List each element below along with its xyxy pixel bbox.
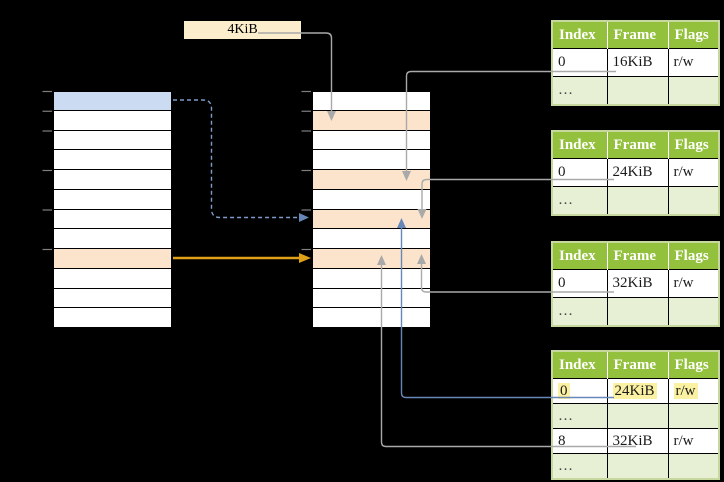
left-stack-row-5 xyxy=(53,189,172,210)
cell-frame xyxy=(606,76,669,106)
col-header-flags: Flags xyxy=(668,21,719,49)
cell-index: 8 xyxy=(551,428,608,454)
left-stack-row-7 xyxy=(53,229,172,249)
page-table-3-row-1: … xyxy=(551,297,720,327)
left-stack-row-2 xyxy=(53,130,172,151)
cell-flags: r/w xyxy=(667,48,720,77)
cell-frame: 32KiB xyxy=(606,428,669,454)
cell-index: … xyxy=(551,403,608,429)
col-header-frame: Frame xyxy=(607,351,669,379)
page-table-4-row-1: … xyxy=(551,403,720,429)
cell-index: … xyxy=(551,297,608,327)
cell-flags xyxy=(667,186,720,216)
cell-flags xyxy=(667,76,720,106)
middle-stack-row-9 xyxy=(312,268,431,289)
middle-stack-row-2 xyxy=(312,130,431,151)
middle-stack-row-8 xyxy=(312,249,431,269)
col-header-flags: Flags xyxy=(668,351,719,379)
connector-virtual-lookup xyxy=(173,99,309,222)
page-size-text: 4KiB xyxy=(227,22,258,37)
left-stack-row-9 xyxy=(53,268,172,289)
cell-frame: 24KiB xyxy=(606,158,669,187)
left-stack-row-11 xyxy=(53,308,172,328)
middle-stack-row-7 xyxy=(312,229,431,249)
cell-flags: r/w xyxy=(667,428,720,454)
cell-flags xyxy=(667,403,720,429)
col-header-frame: Frame xyxy=(607,21,669,49)
col-header-index: Index xyxy=(552,21,608,49)
col-header-index: Index xyxy=(552,131,608,159)
left-stack-row-4 xyxy=(53,170,172,190)
cell-flags xyxy=(667,297,720,327)
middle-memory-stack xyxy=(312,91,431,328)
cell-index: 0 xyxy=(551,269,608,298)
left-stack-row-0 xyxy=(53,91,172,111)
cell-flags xyxy=(667,453,720,480)
middle-stack-row-4 xyxy=(312,170,431,190)
middle-stack-row-6 xyxy=(312,209,431,230)
page-table-2-row-1: … xyxy=(551,186,720,216)
middle-stack-row-1 xyxy=(312,110,431,131)
cell-flags: r/w xyxy=(667,269,720,298)
middle-stack-row-3 xyxy=(312,150,431,170)
col-header-index: Index xyxy=(552,242,608,270)
col-header-flags: Flags xyxy=(668,131,719,159)
left-stack-row-3 xyxy=(53,150,172,170)
left-stack-row-10 xyxy=(53,288,172,309)
middle-stack-row-11 xyxy=(312,308,431,328)
left-memory-stack xyxy=(53,91,172,328)
page-table-1-row-1: … xyxy=(551,76,720,106)
cell-frame: 24KiB xyxy=(606,378,669,404)
middle-stack-row-5 xyxy=(312,189,431,210)
left-stack-row-8 xyxy=(53,249,172,269)
col-header-index: Index xyxy=(552,351,608,379)
cell-index: … xyxy=(551,186,608,216)
cell-frame: 32KiB xyxy=(606,269,669,298)
cell-frame xyxy=(606,403,669,429)
left-stack-row-6 xyxy=(53,209,172,230)
col-header-flags: Flags xyxy=(668,242,719,270)
left-stack-row-1 xyxy=(53,110,172,131)
cell-frame xyxy=(606,186,669,216)
page-table-4-row-3: … xyxy=(551,453,720,480)
cell-index: … xyxy=(551,453,608,480)
cell-index: … xyxy=(551,76,608,106)
middle-stack-row-0 xyxy=(312,91,431,111)
col-header-frame: Frame xyxy=(607,131,669,159)
cell-index: 0 xyxy=(551,378,608,404)
cell-frame xyxy=(606,453,669,480)
cell-frame xyxy=(606,297,669,327)
cell-flags: r/w xyxy=(667,158,720,187)
cell-flags: r/w xyxy=(667,378,720,404)
page-size-label: 4KiB xyxy=(184,21,301,39)
cell-frame: 16KiB xyxy=(606,48,669,77)
cell-index: 0 xyxy=(551,48,608,77)
middle-stack-row-10 xyxy=(312,288,431,309)
cell-index: 0 xyxy=(551,158,608,187)
col-header-frame: Frame xyxy=(607,242,669,270)
